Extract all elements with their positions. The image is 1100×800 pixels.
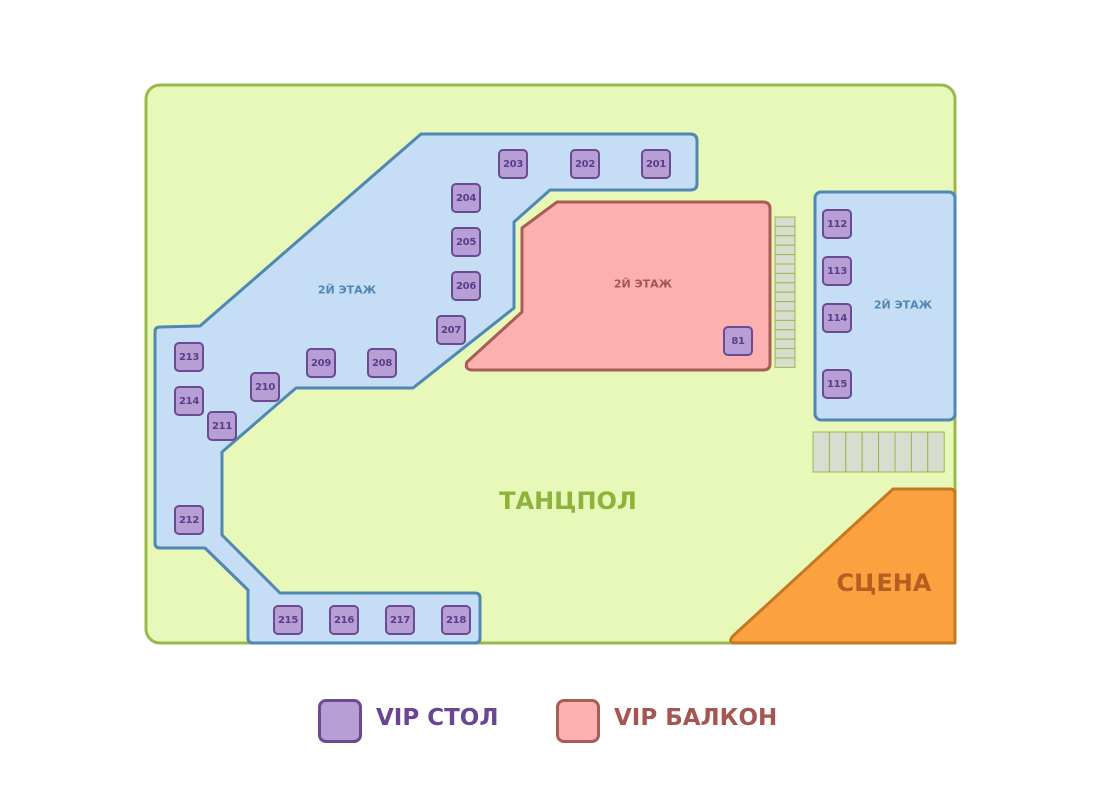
seat-115[interactable]: 115 [822, 369, 852, 399]
stair-step [828, 431, 847, 473]
seat-208[interactable]: 208 [367, 348, 397, 378]
stair-step [774, 235, 796, 246]
stair-step [812, 431, 830, 473]
seat-212[interactable]: 212 [174, 505, 204, 535]
stage-zone [729, 487, 957, 645]
seat-218[interactable]: 218 [441, 605, 471, 635]
seat-205[interactable]: 205 [451, 227, 481, 257]
stair-step [774, 348, 796, 359]
seat-206[interactable]: 206 [451, 271, 481, 301]
stair-step [927, 431, 945, 473]
dance-floor-label: ТАНЦПОЛ [499, 487, 637, 515]
seat-217[interactable]: 217 [385, 605, 415, 635]
stair-step [774, 225, 796, 237]
seat-113[interactable]: 113 [822, 256, 852, 286]
horizontal-stairs [812, 431, 945, 473]
seat-215[interactable]: 215 [273, 605, 303, 635]
seat-112[interactable]: 112 [822, 209, 852, 239]
stair-step [845, 431, 863, 473]
stage-label: СЦЕНА [836, 569, 932, 597]
seat-204[interactable]: 204 [451, 183, 481, 213]
legend-vip-balcony-label: VIP БАЛКОН [614, 705, 778, 731]
stair-step [774, 263, 796, 274]
legend-vip-table-label: VIP СТОЛ [376, 705, 499, 731]
stair-step [878, 431, 896, 473]
seat-81[interactable]: 81 [723, 326, 753, 356]
seat-207[interactable]: 207 [436, 315, 466, 345]
stair-step [774, 272, 796, 284]
balcony-floor-label: 2Й ЭТАЖ [613, 277, 673, 291]
stair-step [774, 301, 796, 312]
second-floor-left-zone[interactable] [153, 132, 699, 645]
legend-vip-balcony-swatch [556, 699, 600, 743]
seat-209[interactable]: 209 [306, 348, 336, 378]
stair-step [774, 291, 796, 303]
seat-202[interactable]: 202 [570, 149, 600, 179]
seat-211[interactable]: 211 [207, 411, 237, 441]
stair-step [774, 216, 796, 227]
stair-step [774, 338, 796, 350]
stair-step [774, 310, 796, 321]
second-floor-right-label: 2Й ЭТАЖ [873, 298, 933, 312]
seat-210[interactable]: 210 [250, 372, 280, 402]
seat-214[interactable]: 214 [174, 386, 204, 416]
stair-step [774, 244, 796, 256]
stair-step [774, 357, 796, 368]
seat-216[interactable]: 216 [329, 605, 359, 635]
seat-114[interactable]: 114 [822, 303, 852, 333]
vertical-stairs [774, 216, 796, 368]
stair-step [910, 431, 929, 473]
seat-201[interactable]: 201 [641, 149, 671, 179]
stair-step [861, 431, 880, 473]
stair-step [774, 329, 796, 340]
second-floor-left-label: 2Й ЭТАЖ [317, 283, 377, 297]
vip-balcony-zone[interactable] [464, 200, 772, 372]
stair-step [894, 431, 912, 473]
stair-step [774, 319, 796, 331]
stair-step [774, 254, 796, 265]
seat-213[interactable]: 213 [174, 342, 204, 372]
second-floor-right-zone[interactable] [813, 190, 957, 422]
stair-step [774, 282, 796, 293]
seat-203[interactable]: 203 [498, 149, 528, 179]
legend-vip-table-swatch [318, 699, 362, 743]
